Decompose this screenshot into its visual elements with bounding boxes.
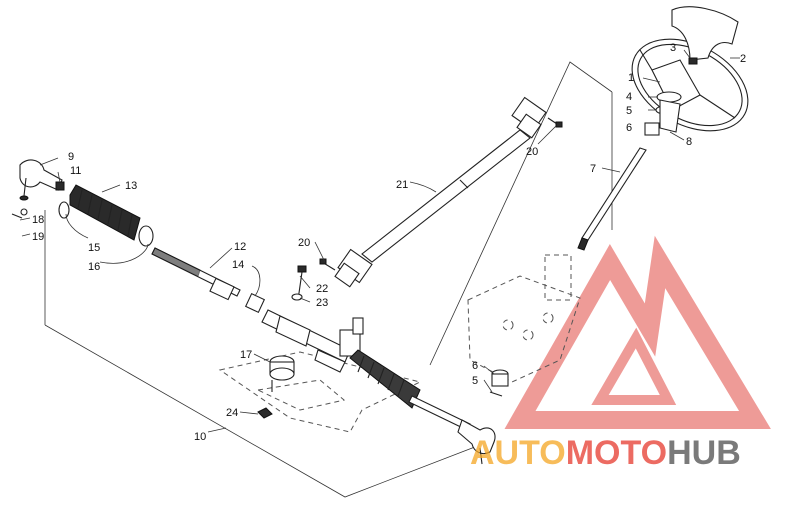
cotter-pin-18 bbox=[11, 213, 23, 219]
callout-18: 18 bbox=[32, 214, 44, 226]
column-bracket bbox=[467, 254, 581, 383]
callout-20-lower: 20 bbox=[298, 237, 310, 249]
watermark-triangle-inner bbox=[591, 327, 677, 405]
washer-23 bbox=[291, 293, 303, 301]
bushing-6 bbox=[644, 122, 660, 136]
callout-4: 4 bbox=[626, 91, 632, 103]
callout-21: 21 bbox=[396, 179, 408, 191]
bushing-14-b bbox=[244, 292, 266, 314]
hub-8 bbox=[659, 99, 681, 133]
bolt-20-lower bbox=[319, 258, 336, 271]
callout-6: 6 bbox=[626, 122, 632, 134]
bushing-14-a bbox=[209, 277, 235, 301]
tie-rod-end-right-stud bbox=[479, 447, 483, 465]
callout-15: 15 bbox=[88, 242, 100, 254]
rack-floor-plate bbox=[218, 351, 422, 433]
callout-16: 16 bbox=[88, 261, 100, 273]
callout-9: 9 bbox=[68, 151, 74, 163]
steering-rack bbox=[261, 309, 364, 373]
nut-11 bbox=[55, 181, 65, 191]
tie-rod-end-left bbox=[19, 159, 63, 201]
tie-rod-end-right bbox=[457, 419, 496, 455]
column-pin-5 bbox=[489, 391, 503, 397]
callout-23: 23 bbox=[316, 297, 328, 309]
callout-5-lower: 5 bbox=[472, 375, 478, 387]
rack-assembly-frame bbox=[44, 324, 481, 498]
intermediate-shaft bbox=[334, 96, 547, 288]
callout-3: 3 bbox=[670, 42, 676, 54]
callout-12: 12 bbox=[234, 241, 246, 253]
callout-20-upper: 20 bbox=[526, 146, 538, 158]
column-bushing-6-body bbox=[491, 373, 509, 387]
callout-1: 1 bbox=[628, 72, 634, 84]
callout-7: 7 bbox=[590, 163, 596, 175]
horn-cover bbox=[671, 6, 739, 61]
callout-22: 22 bbox=[316, 283, 328, 295]
callout-24: 24 bbox=[226, 407, 238, 419]
boot-right bbox=[349, 349, 421, 409]
clamp-15 bbox=[58, 201, 70, 219]
washer-19 bbox=[20, 208, 28, 216]
callout-5: 5 bbox=[626, 105, 632, 117]
watermark-text-moto: MOTO bbox=[566, 434, 667, 472]
callout-19: 19 bbox=[32, 231, 44, 243]
callout-6-lower: 6 bbox=[472, 360, 478, 372]
callout-13: 13 bbox=[125, 180, 137, 192]
callout-14: 14 bbox=[232, 259, 244, 271]
watermark-text-hub: HUB bbox=[667, 434, 741, 472]
watermark-triangle-outer bbox=[504, 235, 771, 429]
column-frame bbox=[429, 61, 613, 366]
watermark-text: AUTOMOTOHUB bbox=[470, 434, 741, 472]
callout-17: 17 bbox=[240, 349, 252, 361]
rack-mount-17 bbox=[269, 355, 295, 392]
watermark-text-auto: AUTO bbox=[470, 434, 566, 472]
callout-labels: 1 2 3 4 8 5 6 7 9 11 13 12 14 15 16 17 1… bbox=[32, 42, 746, 443]
watermark-logo bbox=[504, 235, 771, 429]
callout-8: 8 bbox=[686, 136, 692, 148]
callout-10: 10 bbox=[194, 431, 206, 443]
nut-24 bbox=[257, 407, 273, 419]
boot-left bbox=[69, 184, 141, 241]
callout-2: 2 bbox=[740, 53, 746, 65]
callout-11: 11 bbox=[70, 165, 81, 177]
leader-lines bbox=[19, 49, 740, 433]
clamp-16 bbox=[138, 225, 154, 247]
steering-column-shaft bbox=[577, 147, 647, 251]
bolt-20-upper bbox=[547, 117, 563, 128]
wheel-nut bbox=[688, 57, 698, 65]
